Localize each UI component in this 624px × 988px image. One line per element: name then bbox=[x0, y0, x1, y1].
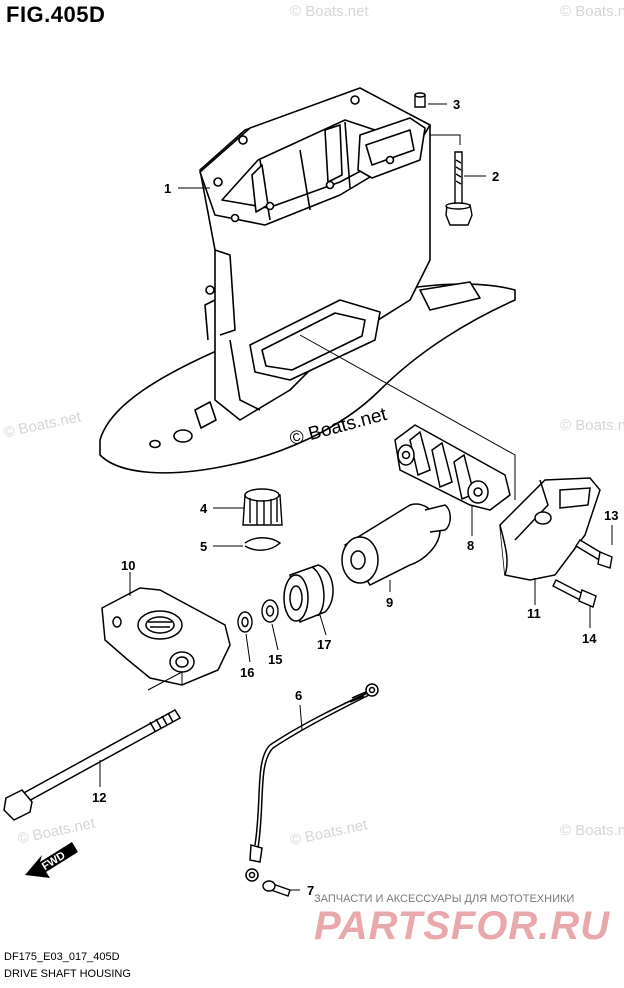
watermark-bottom-mid: © Boats.net bbox=[288, 816, 369, 849]
watermark-bottom-left: © Boats.net bbox=[16, 815, 97, 848]
part-label-12: 12 bbox=[92, 790, 106, 805]
watermark-right: © Boats.net bbox=[560, 417, 624, 434]
dowel-pin bbox=[414, 92, 426, 108]
bracket-bolt-14 bbox=[552, 579, 597, 608]
watermark-bottom-right: © Boats.net bbox=[560, 822, 624, 839]
part-label-13: 13 bbox=[604, 508, 618, 523]
part-label-3: 3 bbox=[453, 97, 460, 112]
figure-title: FIG.405D bbox=[6, 2, 106, 27]
mount-bracket bbox=[499, 477, 601, 581]
footer-diagram-name: DRIVE SHAFT HOUSING bbox=[4, 968, 131, 980]
drive-shaft-housing bbox=[99, 87, 516, 474]
part-label-6: 6 bbox=[295, 688, 302, 703]
ground-wire bbox=[245, 683, 379, 882]
part-label-7: 7 bbox=[307, 883, 314, 898]
part-label-17: 17 bbox=[317, 637, 331, 652]
footer-diagram-code: DF175_E03_017_405D bbox=[4, 951, 120, 963]
seal-ring bbox=[237, 611, 253, 633]
rubber-mount bbox=[394, 424, 511, 511]
housing-bolt bbox=[445, 151, 473, 226]
part-label-2: 2 bbox=[492, 169, 499, 184]
bracket-bolt-13 bbox=[575, 539, 613, 569]
part-label-4: 4 bbox=[200, 501, 208, 516]
mount-cap bbox=[242, 488, 283, 526]
part-label-5: 5 bbox=[200, 539, 207, 554]
part-label-9: 9 bbox=[386, 595, 393, 610]
part-label-8: 8 bbox=[467, 538, 474, 553]
watermark-top-right-1: © Boats.net bbox=[290, 3, 369, 20]
circlip bbox=[244, 537, 282, 551]
part-label-14: 14 bbox=[582, 631, 597, 646]
washer bbox=[261, 599, 279, 623]
ad-brand: PARTSFOR.RU bbox=[314, 904, 611, 948]
lower-mount-bracket bbox=[101, 587, 231, 686]
part-label-15: 15 bbox=[268, 652, 282, 667]
bushing bbox=[283, 564, 334, 624]
part-label-16: 16 bbox=[240, 665, 254, 680]
part-label-10: 10 bbox=[121, 558, 135, 573]
mount-rubber bbox=[341, 503, 451, 586]
watermark-left: © Boats.net bbox=[2, 408, 83, 441]
ground-screw bbox=[262, 880, 291, 897]
watermark-top-right-2: © Boats.net bbox=[560, 3, 624, 20]
leader-lines bbox=[99, 103, 613, 891]
part-label-11: 11 bbox=[527, 606, 541, 621]
long-bolt bbox=[3, 709, 182, 821]
part-label-1: 1 bbox=[164, 181, 171, 196]
forward-arrow: FWD bbox=[25, 842, 78, 878]
part-number-labels: 1 2 3 4 5 6 7 8 9 10 11 12 13 14 15 16 1… bbox=[92, 97, 618, 898]
ad-tagline: ЗАПЧАСТИ И АКСЕССУАРЫ ДЛЯ МОТОТЕХНИКИ bbox=[314, 893, 575, 905]
